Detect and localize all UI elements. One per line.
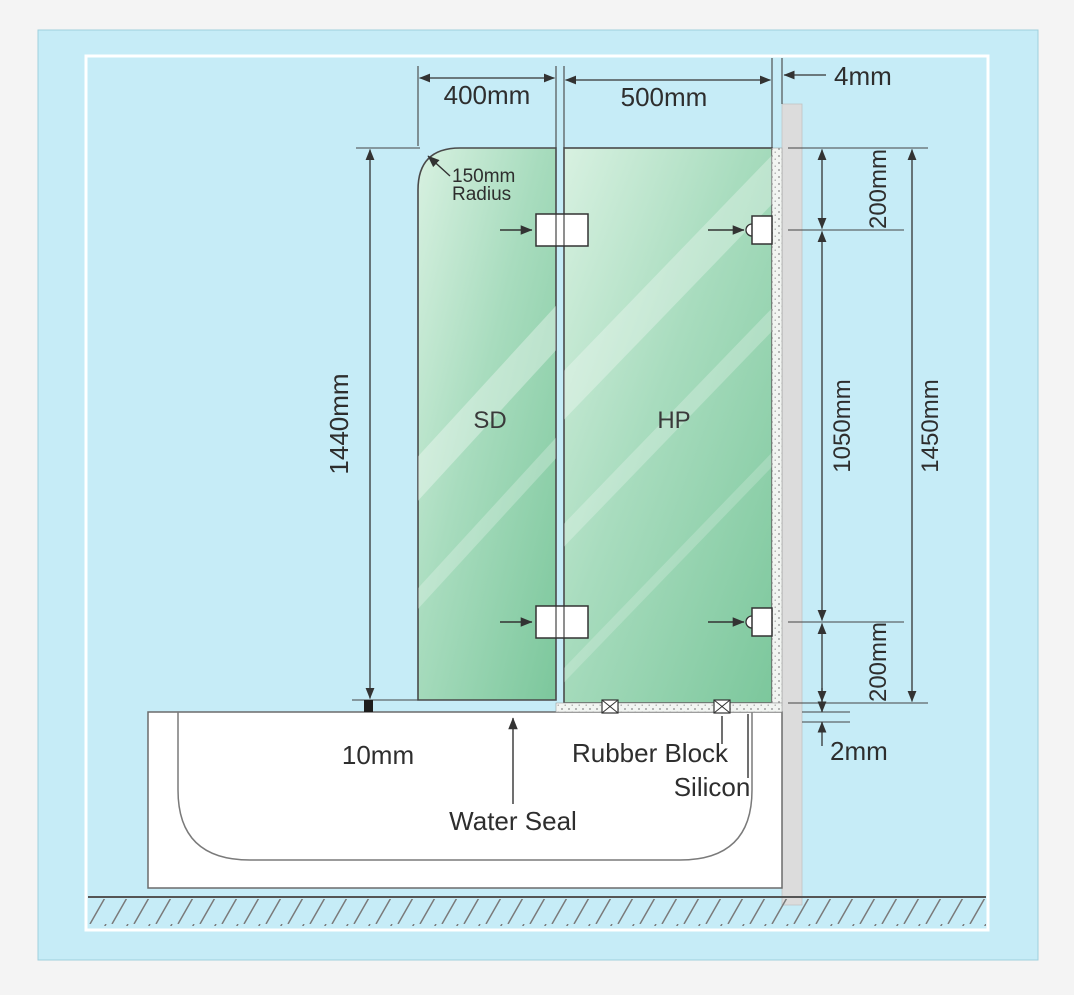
dim-2mm: 2mm xyxy=(802,688,888,766)
wall-bracket-top xyxy=(745,215,773,245)
dim-200mm-bottom-label: 200mm xyxy=(865,622,892,702)
dim-200mm-top-label: 200mm xyxy=(865,149,892,229)
dim-1450mm-label: 1450mm xyxy=(917,379,944,472)
dim-400mm: 400mm xyxy=(417,66,565,148)
dim-2mm-label: 2mm xyxy=(830,736,888,766)
water-seal-callout: Water Seal xyxy=(449,717,577,836)
water-seal-label: Water Seal xyxy=(449,806,577,836)
panel-sd-label: SD xyxy=(473,407,506,434)
bathtub-rim xyxy=(177,712,753,861)
hinge-top xyxy=(535,213,589,247)
rubber-block-right xyxy=(713,699,731,714)
wall-bracket-bottom xyxy=(745,607,773,637)
dim-500mm-label: 500mm xyxy=(621,82,708,112)
right-dimensions: 200mm 1050mm 200mm 1450mm xyxy=(788,147,944,704)
dim-400mm-label: 400mm xyxy=(444,80,531,110)
radius-label-value: 150mm xyxy=(452,166,515,187)
panel-sd-reflections xyxy=(418,269,556,645)
panel-hp xyxy=(563,147,773,704)
rubber-block-left xyxy=(601,699,619,714)
dim-1440mm: 1440mm xyxy=(324,147,420,701)
dim-10mm-label: 10mm xyxy=(342,740,414,770)
silicon-bottom-strip xyxy=(555,702,783,713)
dim-10mm: 10mm xyxy=(342,700,414,770)
dim-500mm: 500mm xyxy=(564,75,772,112)
silicon-label: Silicon xyxy=(674,772,751,802)
panel-hp-label: HP xyxy=(657,407,690,434)
ground-hatch xyxy=(88,899,986,926)
radius-label-word: Radius xyxy=(452,184,511,205)
dim-4mm-label: 4mm xyxy=(834,61,892,91)
bathtub xyxy=(147,711,783,889)
panel-hp-reflections xyxy=(564,155,772,683)
rubber-block-callout: Rubber Block xyxy=(572,716,729,768)
dim-1440mm-label: 1440mm xyxy=(324,373,354,474)
dim-4mm: 4mm xyxy=(771,58,892,148)
dim-1050mm-label: 1050mm xyxy=(829,379,856,472)
silicon-wall-strip xyxy=(771,147,783,704)
hinge-bottom xyxy=(535,605,589,639)
radius-callout: 150mm Radius xyxy=(427,155,515,205)
wall xyxy=(781,103,803,906)
diagram-frame xyxy=(84,54,990,932)
rubber-block-label: Rubber Block xyxy=(572,738,729,768)
silicon-callout: Silicon xyxy=(674,714,751,802)
panel-sd xyxy=(417,147,557,701)
